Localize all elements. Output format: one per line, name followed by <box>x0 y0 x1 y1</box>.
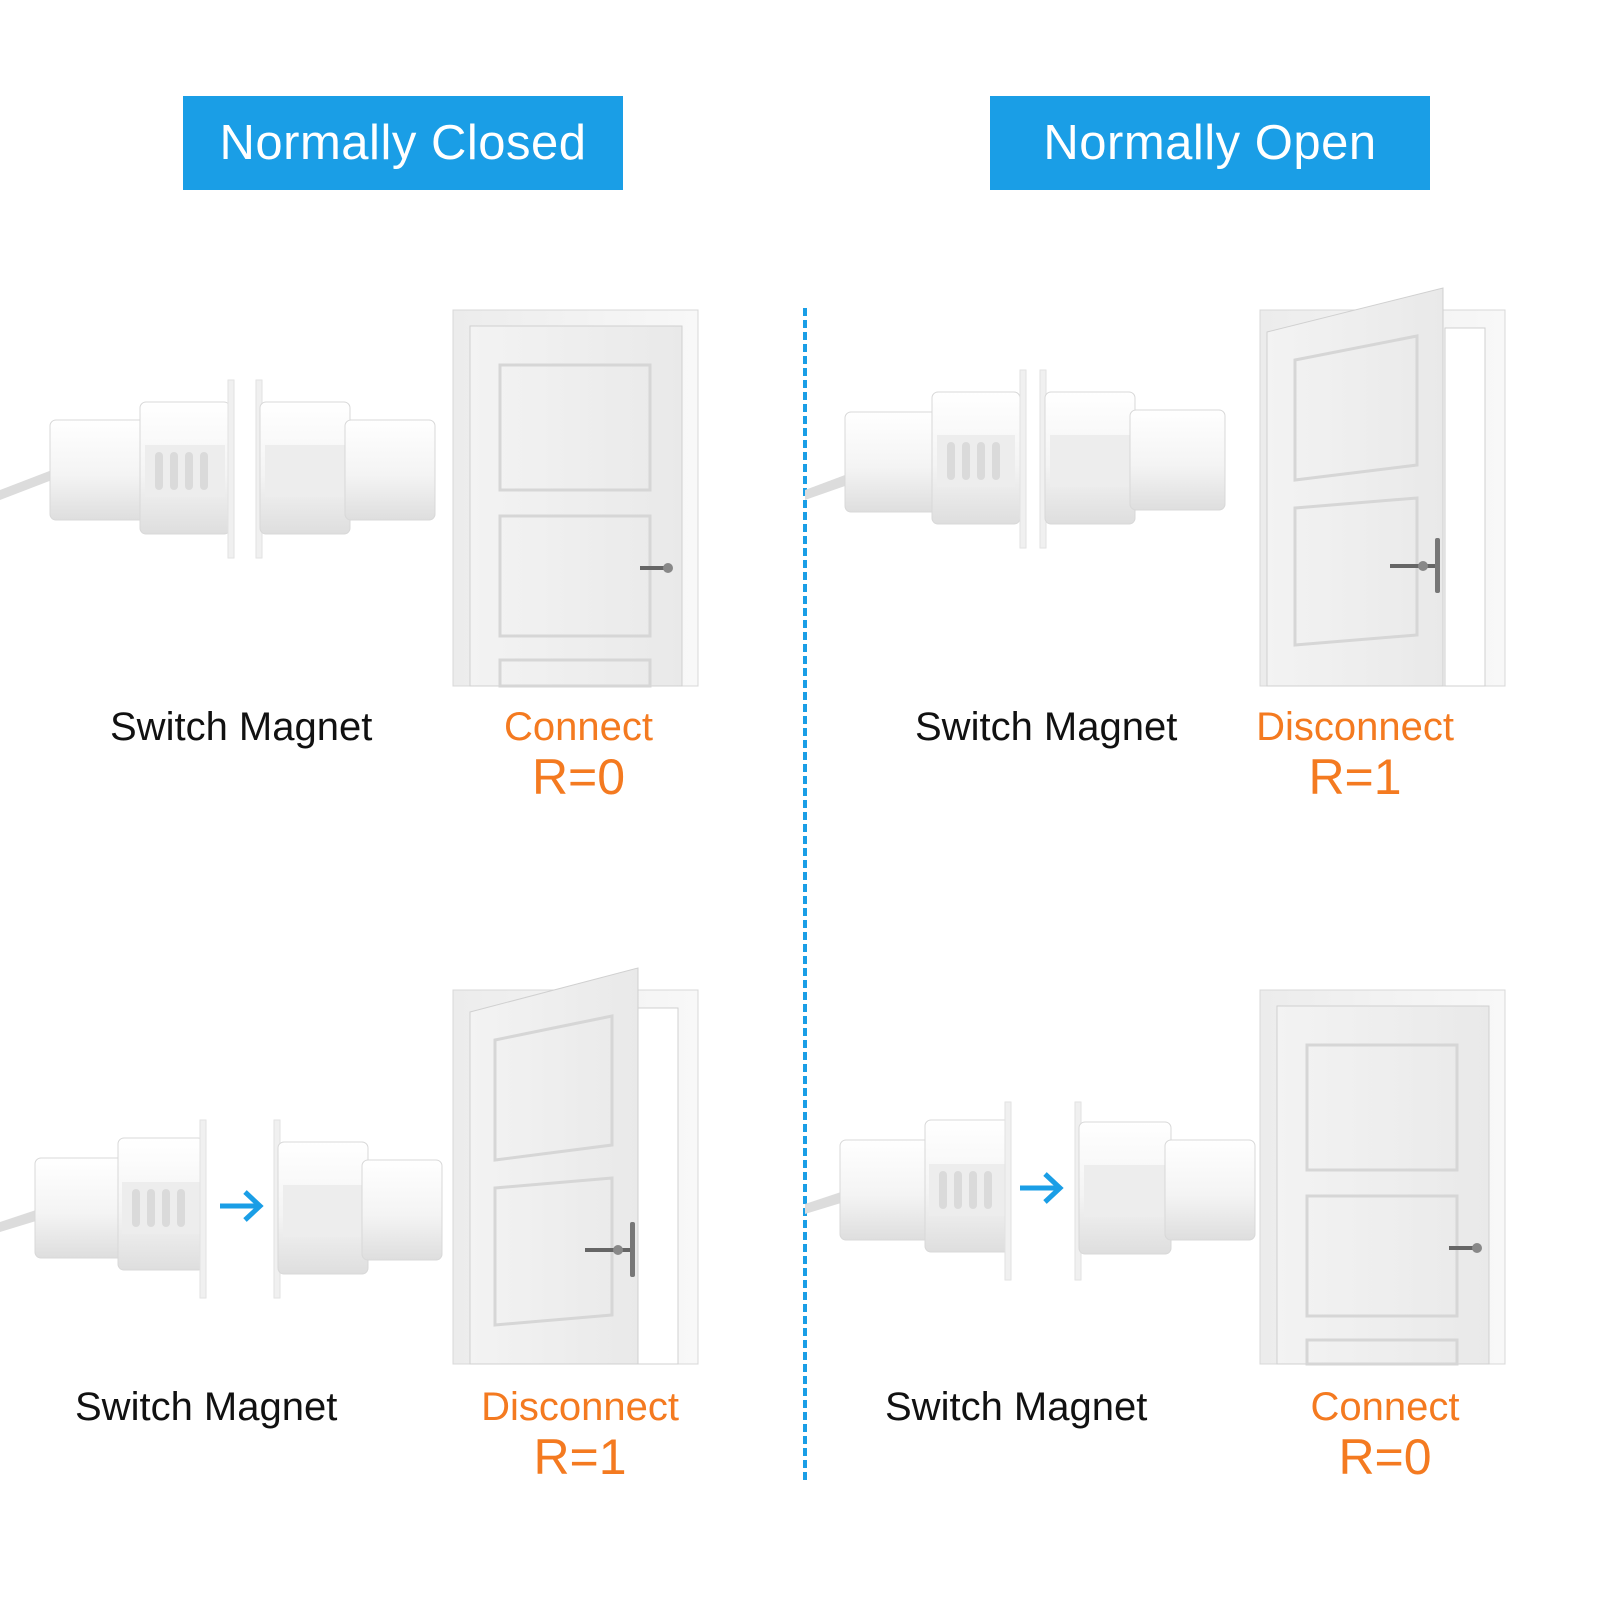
panel-no-closed: Switch Magnet Disconnect R=1 <box>805 280 1595 860</box>
magnet-label: Switch Magnet <box>915 705 1178 749</box>
state-label: Connect <box>504 705 653 749</box>
resistance-label: R=1 <box>1308 749 1402 805</box>
door-icon <box>452 309 699 688</box>
door-icon <box>1259 989 1506 1366</box>
magnet-icon <box>1074 1101 1256 1281</box>
panel-nc-closed: Switch Magnet Connect R=0 <box>0 280 790 860</box>
panel-no-open: Switch Magnet Connect R=0 <box>805 960 1595 1540</box>
resistance-label: R=0 <box>531 749 626 805</box>
arrow-right-icon <box>220 1190 264 1222</box>
panel-nc-open: Switch Magnet Disconnect R=1 <box>0 960 790 1540</box>
panel-illustration <box>0 309 699 688</box>
magnet-label: Switch Magnet <box>110 705 373 749</box>
arrow-right-icon <box>1020 1172 1064 1204</box>
magnet-label: Switch Magnet <box>75 1385 338 1429</box>
door-handle-icon <box>1390 538 1440 593</box>
door-icon <box>1259 287 1506 687</box>
magnet-icon <box>255 379 436 559</box>
reed-switch-icon <box>805 369 1027 549</box>
magnet-icon <box>1039 369 1226 549</box>
reed-switch-icon <box>0 379 235 559</box>
resistance-label: R=1 <box>533 1429 627 1485</box>
dashed-divider <box>803 308 807 1480</box>
state-label: Disconnect <box>1256 705 1454 749</box>
magnet-label: Switch Magnet <box>885 1385 1148 1429</box>
panel-illustration <box>805 287 1506 687</box>
state-label: Disconnect <box>481 1385 679 1429</box>
state-label: Connect <box>1310 1385 1460 1429</box>
door-icon <box>452 967 699 1365</box>
magnet-icon <box>273 1119 443 1299</box>
door-handle-icon <box>1449 1243 1482 1253</box>
header-normally-open: Normally Open <box>990 96 1430 190</box>
reed-switch-icon <box>805 1101 1012 1281</box>
door-handle-icon <box>585 1222 635 1277</box>
door-handle-icon <box>640 563 673 573</box>
panel-illustration <box>0 967 699 1365</box>
panel-illustration <box>805 989 1506 1366</box>
resistance-label: R=0 <box>1338 1429 1432 1485</box>
header-normally-closed: Normally Closed <box>183 96 623 190</box>
reed-switch-icon <box>0 1119 207 1299</box>
